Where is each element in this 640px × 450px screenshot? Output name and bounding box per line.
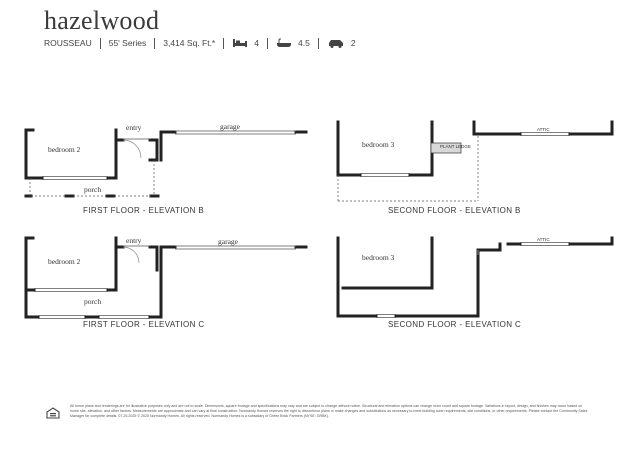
divider [317,37,319,49]
baths-spec: 4.5 [276,38,310,48]
garage-count: 2 [350,38,356,48]
series-label: 55' Series [108,38,147,48]
square-footage: 3,414 Sq. Ft.* [163,38,216,48]
plan-second-floor-c [336,236,614,318]
divider [99,37,101,49]
room-label: porch [84,297,101,306]
equal-housing-icon [46,406,60,424]
model-name: ROUSSEAU [44,38,92,48]
room-label: bedroom 3 [362,140,395,149]
room-label: garage [218,237,239,246]
divider [154,37,156,49]
plan-second-floor-b [336,120,614,177]
plan-caption: SECOND FLOOR - ELEVATION C [388,320,522,329]
room-label: entry [126,236,142,245]
room-label: ATTIC [537,237,550,242]
room-label: porch [84,185,101,194]
legal-disclaimer: All home plans and renderings are for il… [70,404,588,418]
room-label: bedroom 2 [48,257,81,266]
garage-spec: 2 [327,38,356,48]
room-label: ATTIC [537,127,550,132]
divider [266,37,268,49]
beds-spec: 4 [232,38,259,48]
divider [223,37,225,49]
room-label: bedroom 2 [48,145,81,154]
bed-icon [232,38,248,48]
plan-caption: FIRST FLOOR - ELEVATION C [83,320,205,329]
plan-first-floor-b [24,128,308,198]
bathtub-icon [276,38,292,48]
room-label: PLANT LEDGE [440,144,471,149]
plan-caption: FIRST FLOOR - ELEVATION B [83,206,205,215]
plan-first-floor-c [24,236,308,319]
room-label: entry [126,123,142,132]
baths-count: 4.5 [297,38,310,48]
plan-title: hazelwood [44,6,160,35]
car-icon [327,38,345,48]
spec-bar: ROUSSEAU 55' Series 3,414 Sq. Ft.* 4 4.5… [44,36,356,50]
plan-caption: SECOND FLOOR - ELEVATION B [388,206,521,215]
room-label: bedroom 3 [362,253,395,262]
room-label: garage [220,122,241,131]
beds-count: 4 [254,38,259,48]
